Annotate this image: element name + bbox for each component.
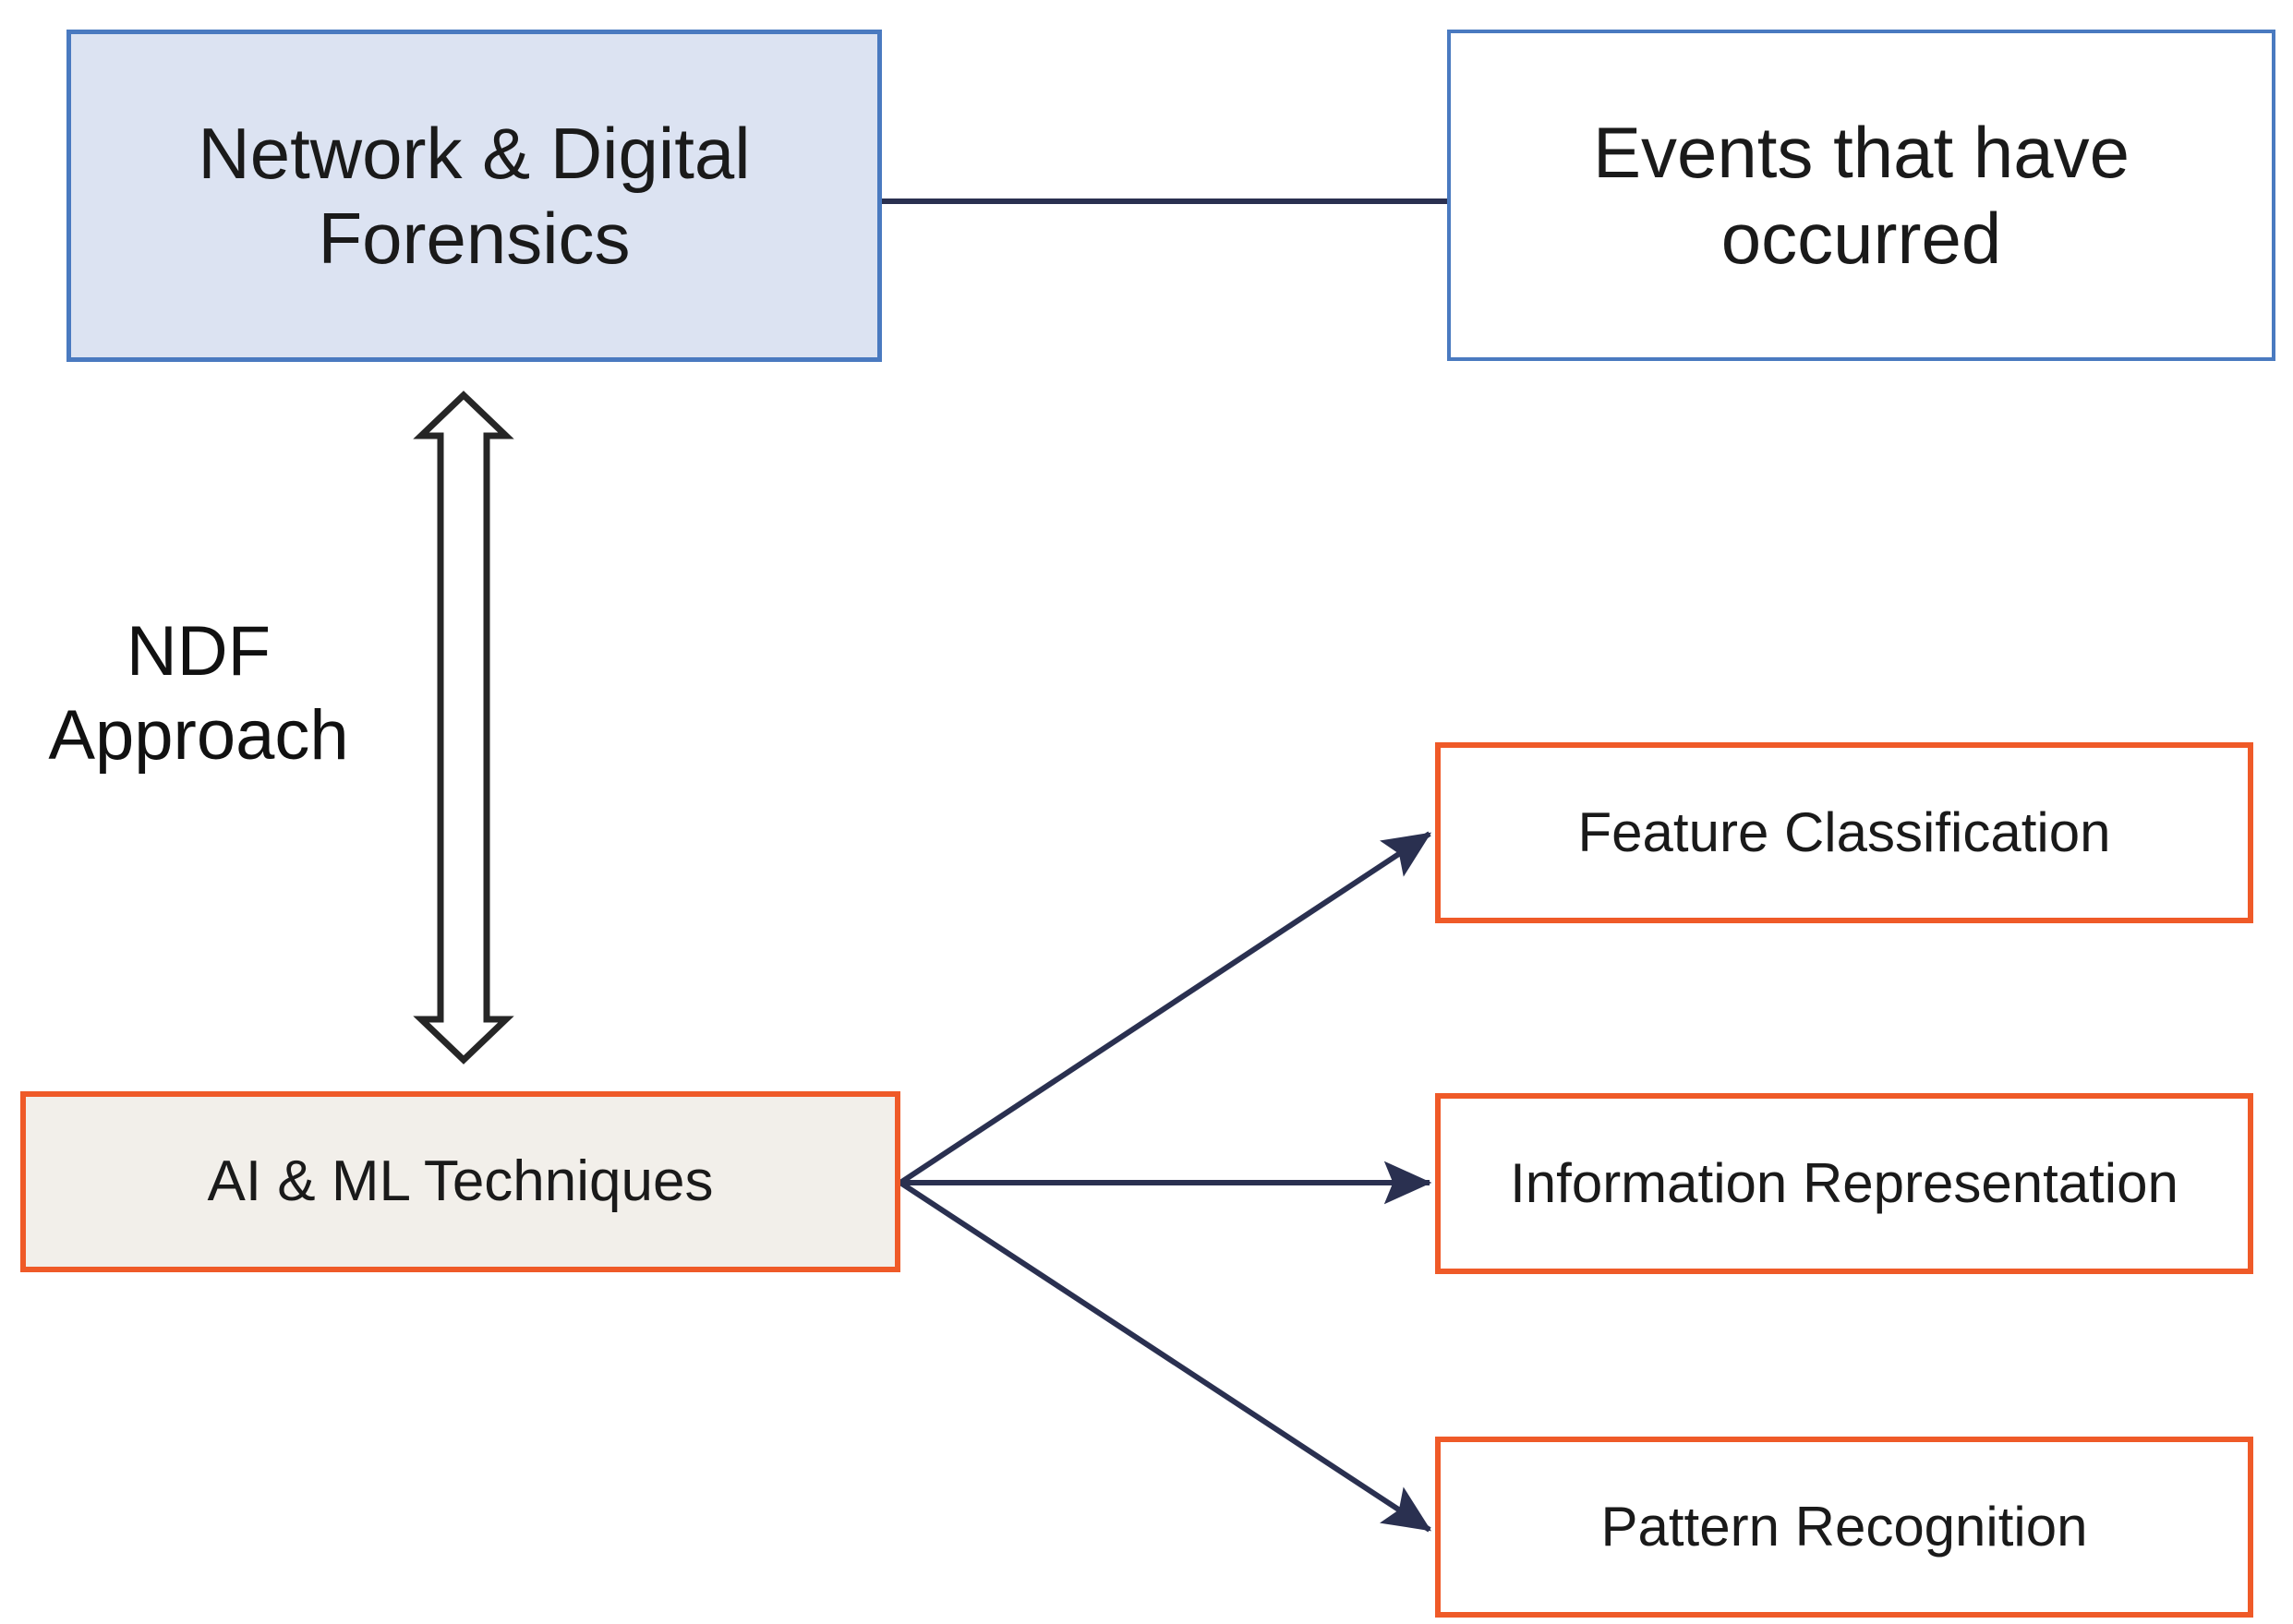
edge-label-ndf-approach: NDF Approach (48, 612, 349, 776)
node-feature-classification[interactable]: Feature Classification (1435, 742, 2253, 923)
node-events-that-have-occurred[interactable]: Events that have occurred (1447, 30, 2275, 361)
node-information-representation[interactable]: Information Representation (1435, 1093, 2253, 1274)
edge-ndf-approach-double-arrow (413, 391, 514, 1065)
edge-aiml-to-pattern-recognition (899, 1180, 1432, 1533)
node-pattern-recognition[interactable]: Pattern Recognition (1435, 1437, 2253, 1618)
node-ai-ml-techniques[interactable]: AI & ML Techniques (20, 1091, 900, 1272)
edge-aiml-to-feature-classification (899, 831, 1432, 1185)
node-network-digital-forensics[interactable]: Network & Digital Forensics (66, 30, 882, 362)
